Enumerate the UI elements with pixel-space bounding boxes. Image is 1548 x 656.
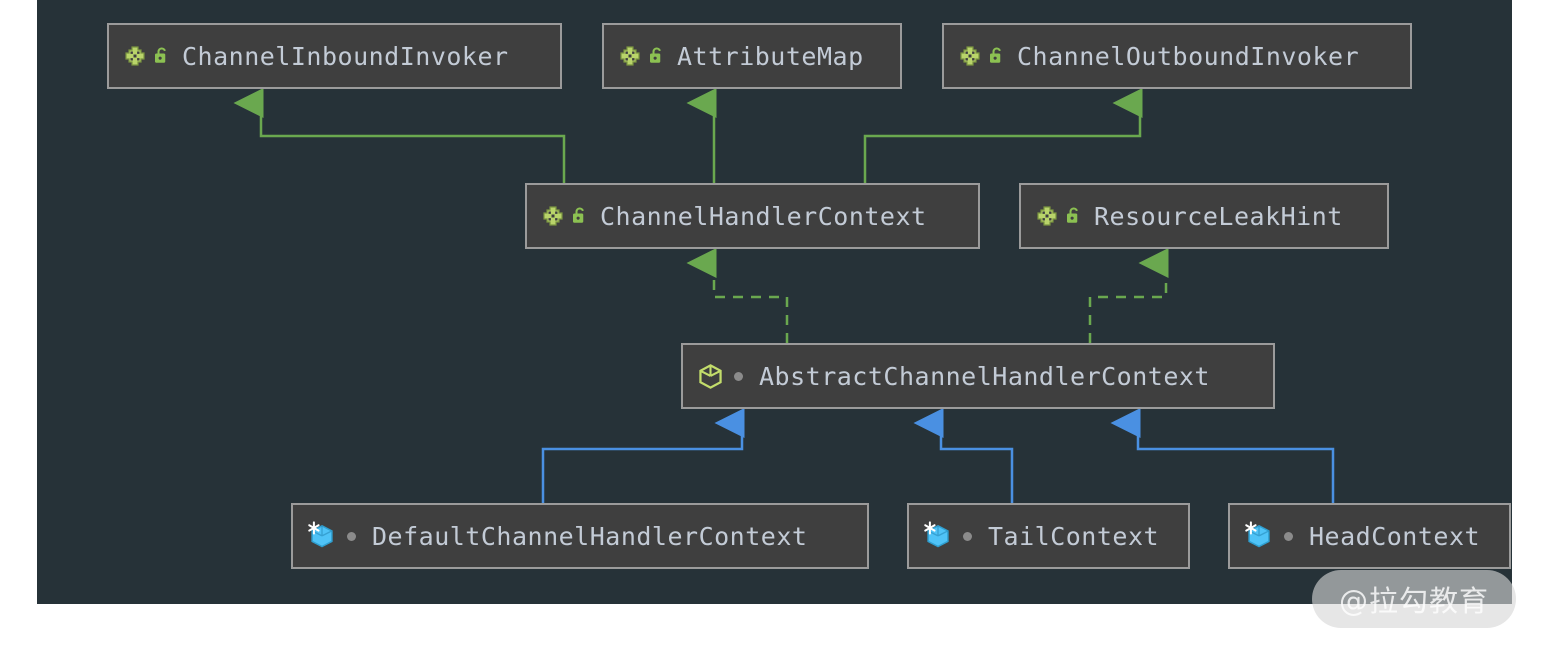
node-label: AttributeMap (677, 41, 864, 71)
node-abstract-channel-handler-context[interactable]: AbstractChannelHandlerContext (681, 343, 1275, 409)
node-icons (697, 363, 759, 390)
edge-chc-to-outbound-invoker (863, 88, 1143, 183)
node-channel-inbound-invoker[interactable]: ChannelInboundInvoker (107, 23, 562, 89)
visibility-dot-icon (963, 531, 972, 541)
node-label: TailContext (988, 521, 1160, 551)
edge-head-to-achc (1110, 408, 1335, 503)
interface-icon (618, 44, 642, 68)
node-head-context[interactable]: HeadContext (1228, 503, 1511, 569)
visibility-dot-icon (1284, 531, 1293, 541)
abstract-cube-icon (697, 363, 724, 390)
lock-icon (987, 46, 1005, 66)
edge-achc-to-chc (686, 248, 789, 343)
node-icons (618, 44, 677, 68)
node-label: ChannelHandlerContext (600, 201, 927, 231)
lock-icon (1064, 206, 1082, 226)
node-label: HeadContext (1309, 521, 1481, 551)
lock-icon (647, 46, 665, 66)
interface-icon (123, 44, 147, 68)
visibility-dot-icon (734, 371, 743, 381)
final-class-icon (1244, 521, 1274, 551)
node-attribute-map[interactable]: AttributeMap (602, 23, 902, 89)
final-class-icon (307, 521, 337, 551)
edge-dchc-to-achc (541, 408, 745, 503)
edge-achc-to-resource-leak-hint (1088, 248, 1169, 343)
visibility-dot-icon (347, 531, 356, 541)
diagram-canvas[interactable]: ChannelInboundInvoker (37, 0, 1512, 604)
edge-tail-to-achc (913, 408, 1014, 503)
node-label: ChannelInboundInvoker (182, 41, 509, 71)
lock-icon (152, 46, 170, 66)
interface-icon (1035, 204, 1059, 228)
node-icons (923, 521, 988, 551)
node-label: AbstractChannelHandlerContext (759, 361, 1210, 391)
interface-icon (958, 44, 982, 68)
lock-icon (570, 206, 588, 226)
node-channel-outbound-invoker[interactable]: ChannelOutboundInvoker (942, 23, 1412, 89)
node-label: ChannelOutboundInvoker (1017, 41, 1360, 71)
node-label: DefaultChannelHandlerContext (372, 521, 808, 551)
interface-icon (541, 204, 565, 228)
node-icons (1035, 204, 1094, 228)
node-label: ResourceLeakHint (1094, 201, 1343, 231)
node-icons (307, 521, 372, 551)
final-class-icon (923, 521, 953, 551)
edge-chc-to-inbound-invoker (233, 88, 566, 183)
node-icons (541, 204, 600, 228)
node-icons (1244, 521, 1309, 551)
watermark-text: @拉勾教育 (1338, 584, 1489, 618)
node-resource-leak-hint[interactable]: ResourceLeakHint (1019, 183, 1389, 249)
node-default-channel-handler-context[interactable]: DefaultChannelHandlerContext (291, 503, 869, 569)
node-icons (123, 44, 182, 68)
node-icons (958, 44, 1017, 68)
node-tail-context[interactable]: TailContext (907, 503, 1190, 569)
watermark: @拉勾教育 (1312, 570, 1516, 628)
node-channel-handler-context[interactable]: ChannelHandlerContext (525, 183, 980, 249)
